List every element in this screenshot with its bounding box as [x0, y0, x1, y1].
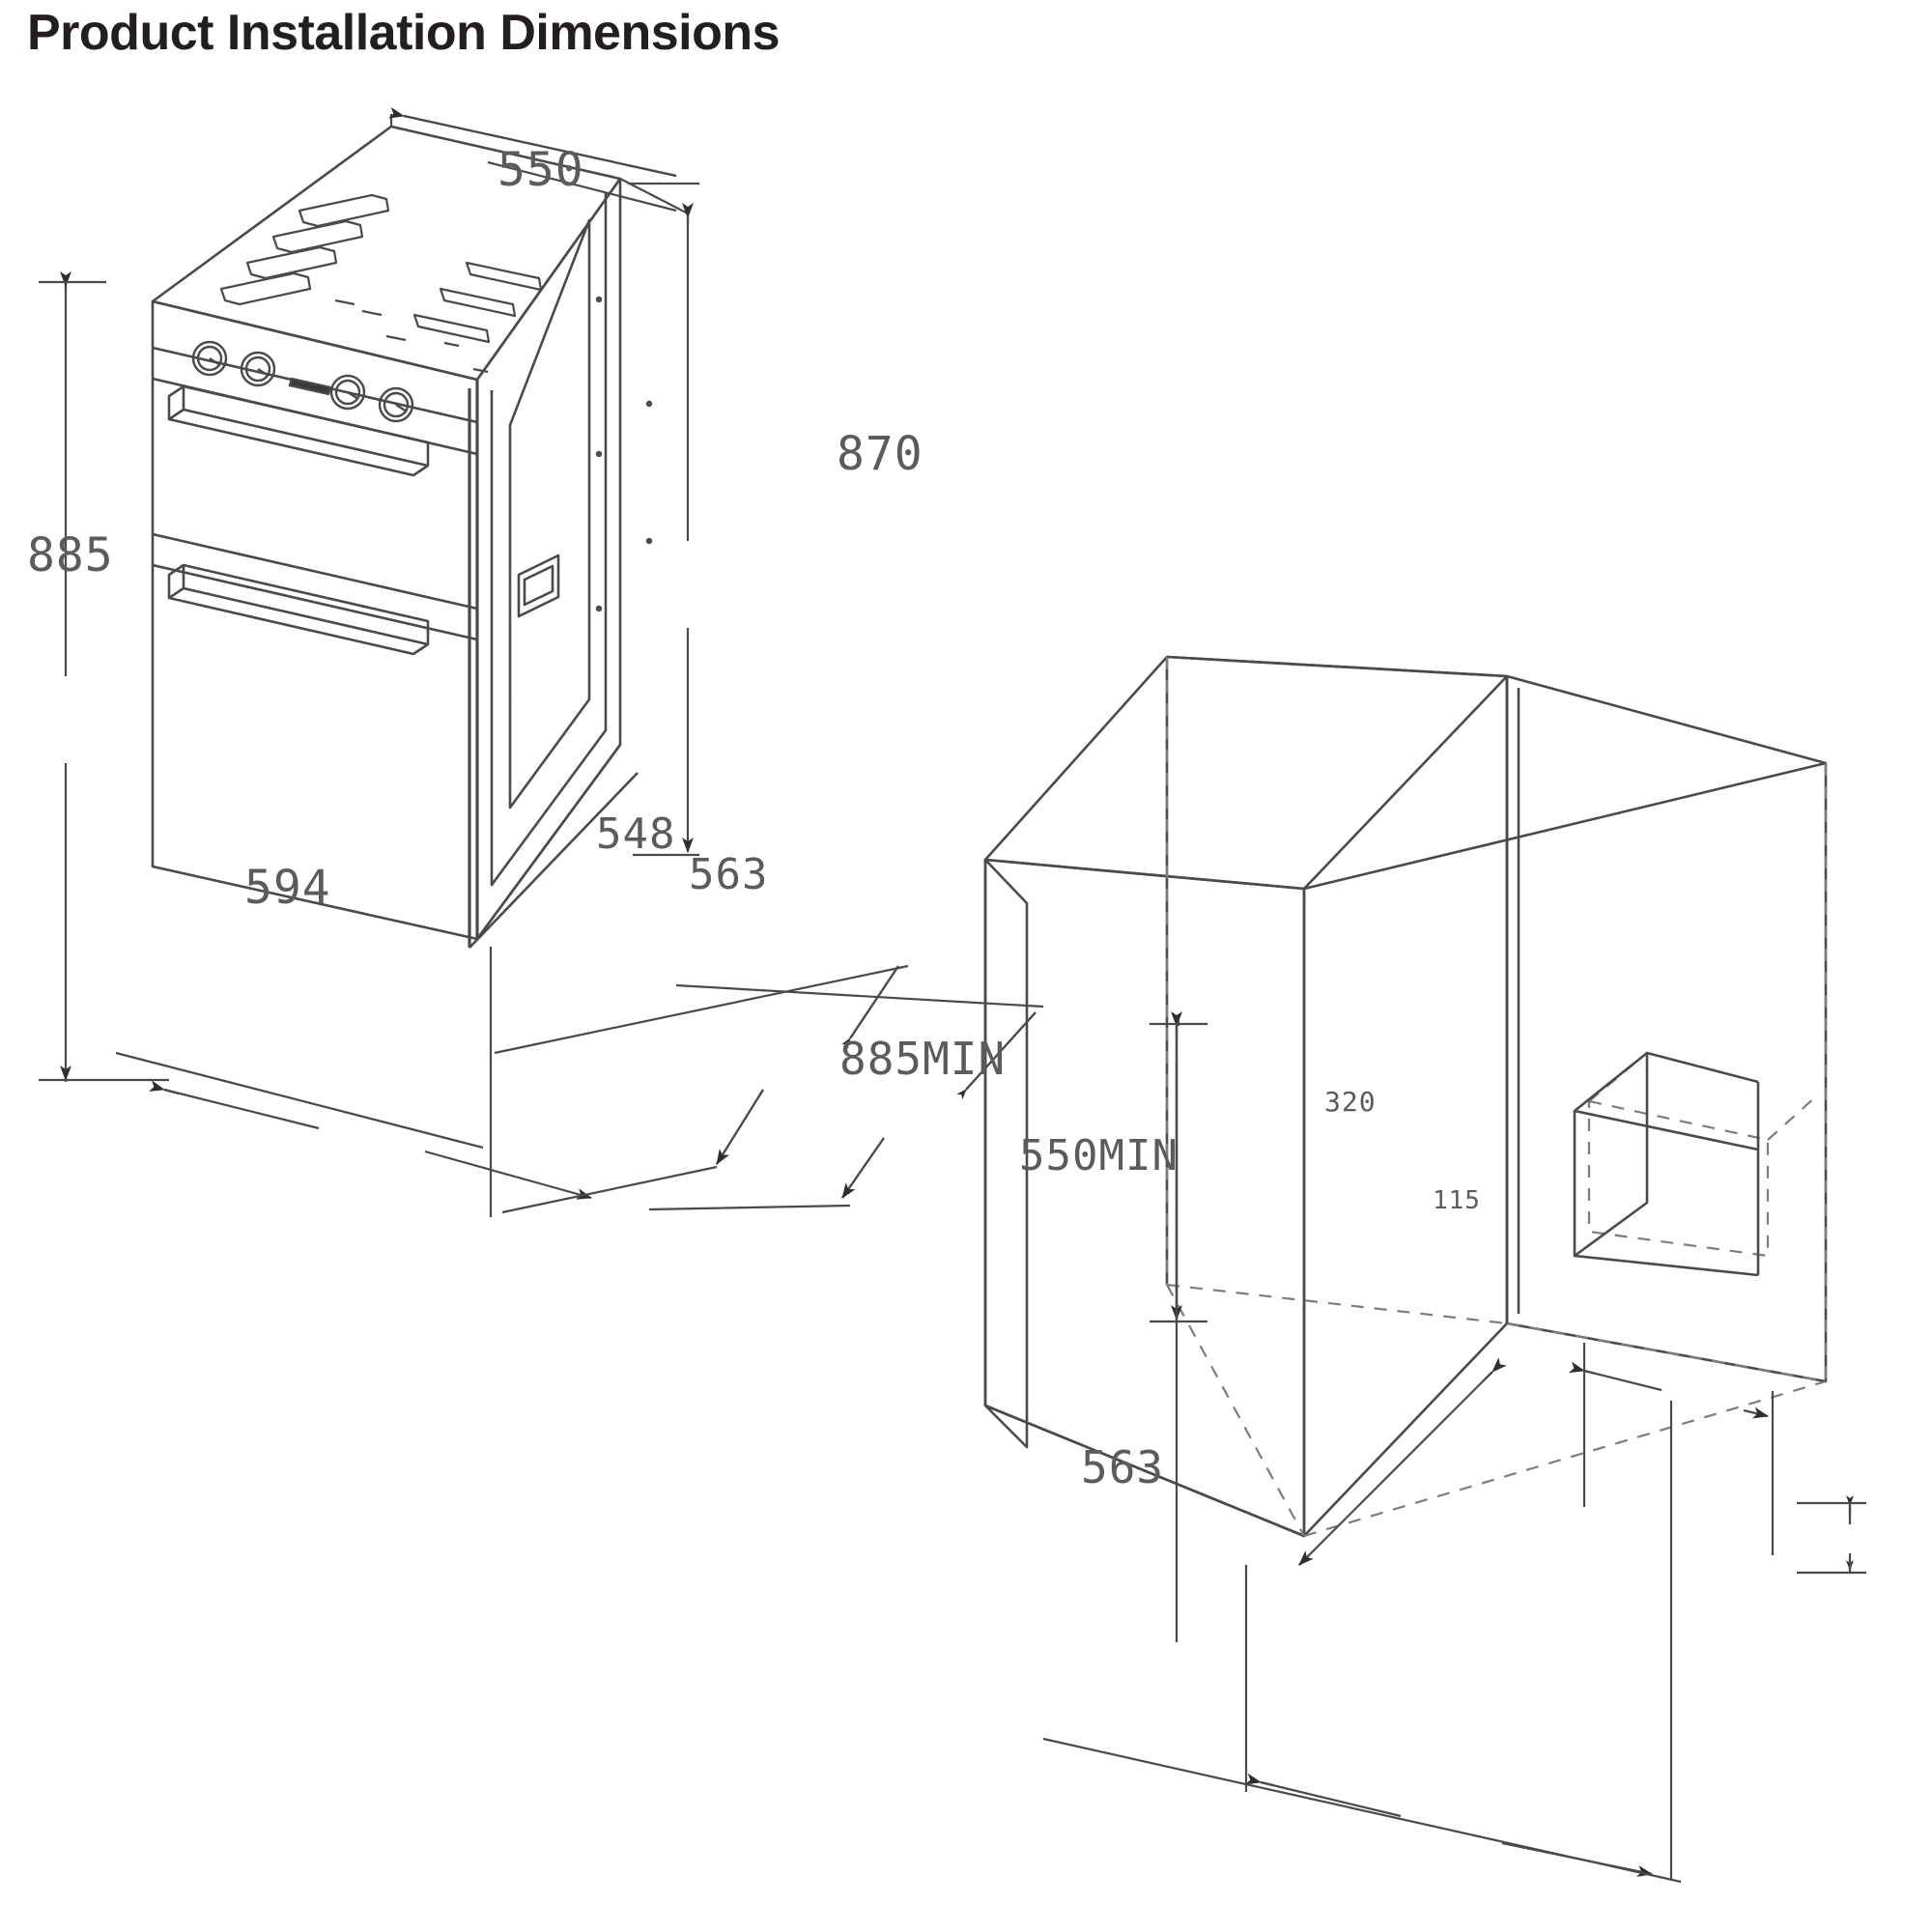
dim-563-line — [648, 983, 1044, 1211]
cabinet-hidden-lines — [1165, 657, 1828, 1538]
cabinet-cutout-drawing — [983, 655, 1866, 1884]
dim-label-870: 870 — [837, 427, 923, 481]
cabinet-socket-block — [1573, 1051, 1760, 1277]
dim-label-550: 550 — [497, 143, 584, 197]
dim-320-line — [1568, 1343, 1775, 1555]
oven-rim-details — [595, 296, 653, 612]
dim-label-594: 594 — [244, 861, 331, 915]
cabinet-inner-divider — [1505, 676, 1520, 1323]
cabinet-outer-box — [983, 655, 1509, 1538]
dim-label-115: 115 — [1433, 1186, 1481, 1215]
dim-563-bottom-line — [1042, 1401, 1682, 1884]
dim-label-563: 563 — [689, 850, 769, 899]
dim-870-line — [628, 182, 699, 857]
dim-885-line — [39, 271, 169, 1082]
oven-appliance-drawing — [39, 106, 1044, 1217]
page-title: Product Installation Dimensions — [27, 5, 781, 61]
oven-hinge-edge — [468, 380, 479, 948]
oven-top-vent-slots — [219, 193, 543, 374]
dim-label-550min: 550MIN — [1019, 1131, 1179, 1180]
dim-label-320: 320 — [1324, 1086, 1377, 1118]
dim-label-885: 885 — [27, 528, 114, 582]
oven-bottom-edges — [469, 744, 639, 949]
dim-548-line — [494, 964, 909, 1214]
dim-label-563-bottom: 563 — [1081, 1441, 1165, 1493]
dim-label-885min: 885MIN — [839, 1033, 1007, 1085]
oven-open-door-panel — [475, 177, 622, 941]
dim-594-line — [115, 947, 592, 1217]
dim-115-line — [1797, 1495, 1866, 1575]
oven-upper-door-handle — [167, 384, 430, 477]
oven-lower-door-handle — [167, 563, 430, 656]
oven-control-knobs — [191, 340, 414, 423]
dim-label-548: 548 — [596, 810, 676, 859]
dim-550min-line — [1298, 1357, 1507, 1566]
